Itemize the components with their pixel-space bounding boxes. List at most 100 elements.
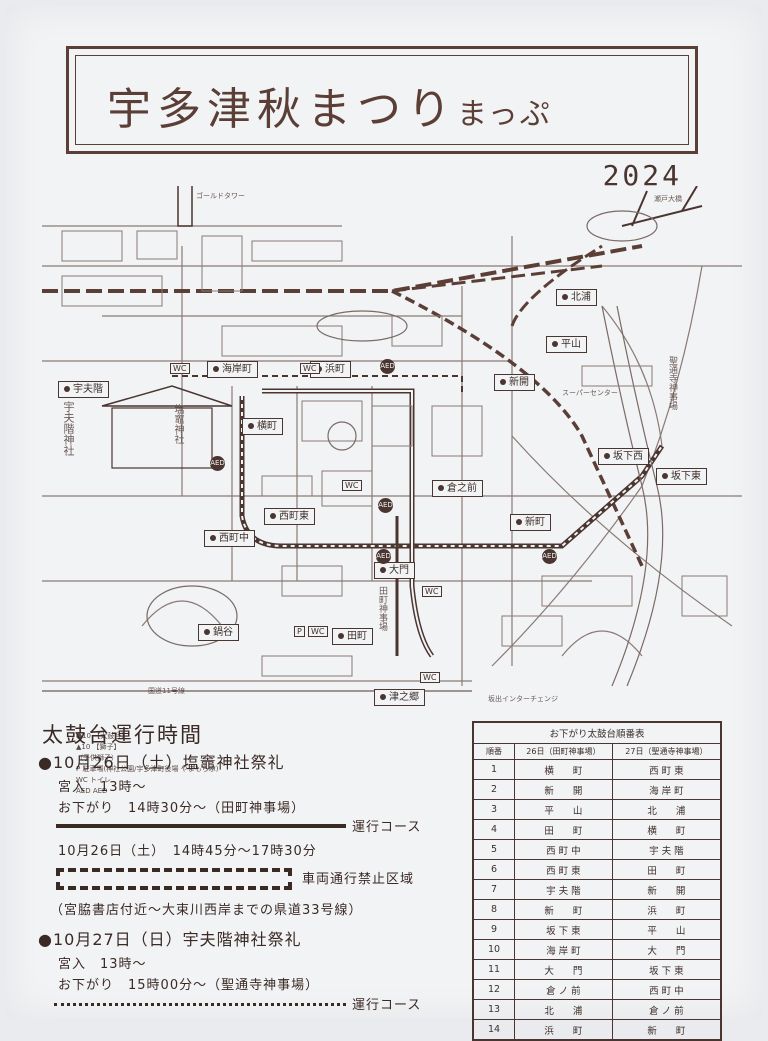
flyer-page: 宇多津秋まつりまっぷ 2024 — [6, 6, 762, 1041]
marker-dot — [552, 341, 558, 347]
order-27-cell: 西 町 中 — [611, 979, 722, 1000]
label-text: 北浦 — [571, 292, 591, 303]
label-nishimachihigashi: 西町東 — [264, 508, 315, 525]
closed-period: 10月26日（土） 14時45分～17時30分 — [58, 844, 317, 859]
schedule-heading: 太鼓台運行時間 — [42, 723, 203, 747]
order-27-cell: 西 町 東 — [611, 759, 722, 780]
order-26-cell: 宇 夫 階 — [514, 879, 613, 900]
aed-marker: AED — [380, 359, 395, 374]
order-number: 4 — [472, 819, 515, 840]
order-26-cell: 浜 町 — [514, 1019, 613, 1041]
order-27-cell: 倉 ノ 前 — [611, 999, 722, 1020]
marker-dot — [248, 423, 254, 429]
label-nabetani: 鍋谷 — [198, 624, 239, 641]
aed-marker: AED — [210, 456, 225, 471]
order-number: 5 — [472, 839, 515, 860]
label-nishimachinaka: 西町中 — [204, 530, 255, 547]
label-text: 大門 — [389, 565, 409, 576]
marker-dot — [438, 485, 444, 491]
page-title: 宇多津秋まつりまっぷ — [107, 73, 552, 137]
shotsuji-jigyo-label: 聖通寺神事場 — [667, 356, 677, 410]
label-text: 新開 — [509, 377, 529, 388]
label-kuranomae: 倉之前 — [432, 480, 483, 497]
label-kitaura: 北浦 — [556, 289, 597, 306]
legend-item: AED AED — [76, 787, 108, 795]
marker-dot — [662, 473, 668, 479]
order-number: 7 — [472, 879, 515, 900]
label-text: 新町 — [525, 517, 545, 528]
order-26-cell: 新 町 — [514, 899, 613, 920]
label-uchinozaka: 宇夫階 — [58, 381, 109, 398]
order-26-cell: 横 町 — [514, 759, 613, 780]
aed-marker: AED — [376, 549, 391, 564]
order-27-cell: 田 町 — [611, 859, 722, 880]
label-shinmachi: 新町 — [510, 514, 551, 531]
order-26-cell: 海 岸 町 — [514, 939, 613, 960]
marker-dot — [380, 694, 386, 700]
marker-dot — [562, 294, 568, 300]
day1-oshisagari: お下がり 14時30分～（田町神事場） — [58, 801, 306, 816]
label-yokomachi: 横町 — [242, 418, 283, 435]
label-text: 坂下東 — [671, 471, 701, 482]
marker-dot — [210, 535, 216, 541]
order-27-cell: 坂 下 東 — [611, 959, 722, 980]
order-27-cell: 宇 夫 階 — [611, 839, 722, 860]
order-27-cell: 横 町 — [611, 819, 722, 840]
wc-marker: WC — [342, 480, 362, 491]
marker-dot — [213, 366, 219, 372]
course-line-dotted — [54, 1003, 346, 1006]
day1-title: ●10月26日（土）塩竈神社祭礼 — [38, 753, 285, 772]
wc-marker: WC — [308, 626, 328, 637]
marker-dot — [500, 379, 506, 385]
col-header-no: 順番 — [472, 743, 515, 760]
table-title: お下がり太鼓台順番表 — [472, 721, 722, 744]
closed-area-box — [56, 868, 292, 890]
marker-dot — [270, 513, 276, 519]
order-27-cell: 新 開 — [611, 879, 722, 900]
marker-dot — [380, 567, 386, 573]
order-27-cell: 平 山 — [611, 919, 722, 940]
festival-map: 宇夫階 海岸町 浜町 横町 北浦 平山 新開 坂下西 坂下東 倉之前 西町東 西… — [42, 175, 742, 795]
title-suffix: まっぷ — [457, 97, 552, 132]
goldtower-label: ゴールドタワー — [196, 192, 245, 200]
closed-area: （宮脇書店付近～大束川西岸までの県道33号線） — [50, 903, 363, 918]
day2-oshisagari: お下がり 15時00分～（聖通寺神事場） — [58, 978, 320, 993]
map-legend: ●10 【太鼓台】 ▲10 【獅子】 （子供獅子） P 駐車場(神社公園/宇多津… — [76, 731, 219, 797]
order-26-cell: 坂 下 東 — [514, 919, 613, 940]
order-number: 2 — [472, 779, 515, 800]
legend-item: ●10 【太鼓台】 — [76, 732, 129, 740]
order-26-cell: 西 町 東 — [514, 859, 613, 880]
order-number: 12 — [472, 979, 515, 1000]
order-26-cell: 大 門 — [514, 959, 613, 980]
legend-item: （子供獅子） — [76, 754, 118, 762]
marker-dot — [516, 519, 522, 525]
order-number: 1 — [472, 759, 515, 780]
wc-marker: WC — [300, 363, 320, 374]
label-text: 平山 — [561, 339, 581, 350]
course-line-solid — [56, 824, 346, 828]
marker-dot — [338, 633, 344, 639]
label-text: 田町 — [347, 631, 367, 642]
order-number: 6 — [472, 859, 515, 880]
label-text: 津之郷 — [389, 692, 419, 703]
label-sakashitahigashi: 坂下東 — [656, 468, 707, 485]
col-header-26: 26日（田町神事場） — [514, 743, 613, 760]
wc-marker: WC — [170, 363, 190, 374]
setoohashi-label: 瀬戸大橋 — [654, 195, 682, 203]
label-text: 横町 — [257, 421, 277, 432]
day1-miyairi: 宮入 13時～ — [58, 780, 147, 795]
order-26-cell: 西 町 中 — [514, 839, 613, 860]
order-26-cell: 倉 ノ 前 — [514, 979, 613, 1000]
label-kaiganmachi: 海岸町 — [207, 361, 258, 378]
label-tamachi: 田町 — [332, 628, 373, 645]
